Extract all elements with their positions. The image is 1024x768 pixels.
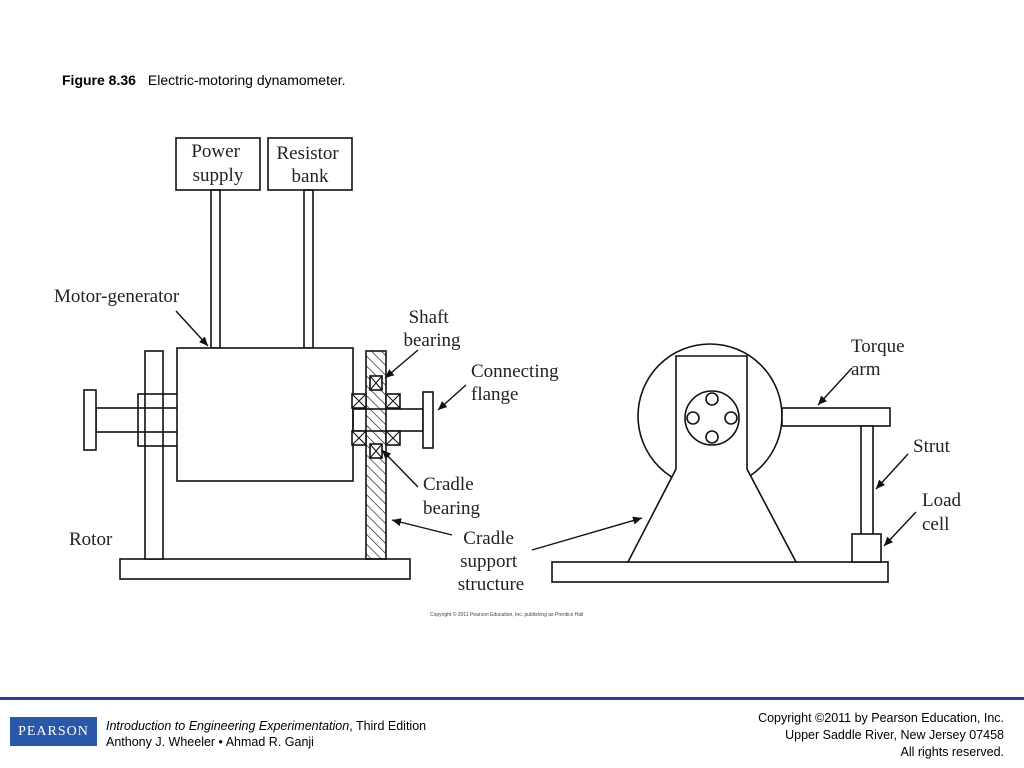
- hub-bolt-top: [705, 392, 719, 406]
- strut-rod: [860, 425, 874, 537]
- figure-caption: Figure 8.36 Electric-motoring dynamometer…: [62, 72, 346, 88]
- resistor-bank-lead: [303, 189, 314, 349]
- book-info: Introduction to Engineering Experimentat…: [106, 718, 426, 750]
- hub-bolt-bottom: [705, 430, 719, 444]
- base-plate-right: [551, 561, 889, 583]
- arrow-cradle-support-left: [391, 518, 453, 536]
- figure-number: Figure 8.36: [62, 72, 136, 88]
- arrow-cradle-bearing: [381, 449, 419, 488]
- arrow-shaft-bearing: [384, 349, 419, 379]
- end-view: [551, 343, 891, 583]
- arrow-strut: [875, 453, 909, 490]
- hub-outer: [684, 390, 740, 446]
- cradle-pedestal: [626, 355, 798, 563]
- left-shaft: [95, 407, 179, 433]
- arrow-load-cell: [883, 511, 917, 547]
- hub-bolt-left: [686, 411, 700, 425]
- label-shaft-bearing: Shaft bearing: [404, 307, 461, 351]
- label-resistor-bank: Resistor bank: [276, 143, 343, 187]
- label-power-supply: Power supply: [191, 141, 244, 186]
- pearson-logo: PEARSON: [10, 717, 97, 746]
- load-cell-block: [851, 533, 882, 563]
- label-load-cell: Load cell: [922, 490, 966, 535]
- label-rotor: Rotor: [69, 529, 113, 550]
- side-view: [83, 137, 434, 580]
- address-line: Upper Saddle River, New Jersey 07458: [785, 728, 1004, 742]
- copyright-line: Copyright ©2011 by Pearson Education, In…: [758, 711, 1004, 725]
- motor-generator-body: [176, 347, 354, 482]
- power-supply-lead: [210, 189, 221, 349]
- left-flange: [83, 389, 97, 451]
- resistor-bank-box: [267, 137, 353, 191]
- base-plate-left: [119, 558, 411, 580]
- copyright-notice: Copyright ©2011 by Pearson Education, In…: [758, 710, 1004, 761]
- right-flange: [422, 391, 434, 449]
- book-title-line: Introduction to Engineering Experimentat…: [106, 718, 426, 734]
- arrow-cradle-support-right: [531, 516, 643, 551]
- label-cradle-bearing: Cradle bearing: [423, 474, 480, 519]
- right-shaft: [352, 408, 424, 432]
- label-cradle-support-structure: Cradle support structure: [458, 528, 524, 595]
- arrow-connecting-flange: [437, 384, 467, 411]
- bearing-crosses: [351, 375, 401, 459]
- arrow-torque-arm: [817, 367, 853, 406]
- power-supply-box: [175, 137, 261, 191]
- label-motor-generator: Motor-generator: [54, 286, 180, 307]
- figure-copyright: Copyright © 2011 Pearson Education, Inc.…: [430, 612, 584, 618]
- hub-bolt-right: [724, 411, 738, 425]
- rotor-pedestal: [144, 350, 164, 560]
- rights-line: All rights reserved.: [900, 745, 1004, 759]
- label-strut: Strut: [913, 436, 951, 457]
- torque-arm-bar: [781, 407, 891, 427]
- dynamometer-diagram: Power supply Resistor bank Motor-generat…: [54, 137, 966, 595]
- figure-title: Electric-motoring dynamometer.: [147, 72, 346, 88]
- footer-divider: [0, 697, 1024, 700]
- leader-arrows: [175, 310, 917, 551]
- label-connecting-flange: Connecting flange: [471, 361, 563, 405]
- book-edition: , Third Edition: [349, 719, 427, 733]
- label-torque-arm: Torque arm: [851, 336, 909, 380]
- arrow-motor-generator: [175, 310, 209, 347]
- book-title: Introduction to Engineering Experimentat…: [106, 719, 350, 733]
- book-authors: Anthony J. Wheeler • Ahmad R. Ganji: [106, 735, 314, 749]
